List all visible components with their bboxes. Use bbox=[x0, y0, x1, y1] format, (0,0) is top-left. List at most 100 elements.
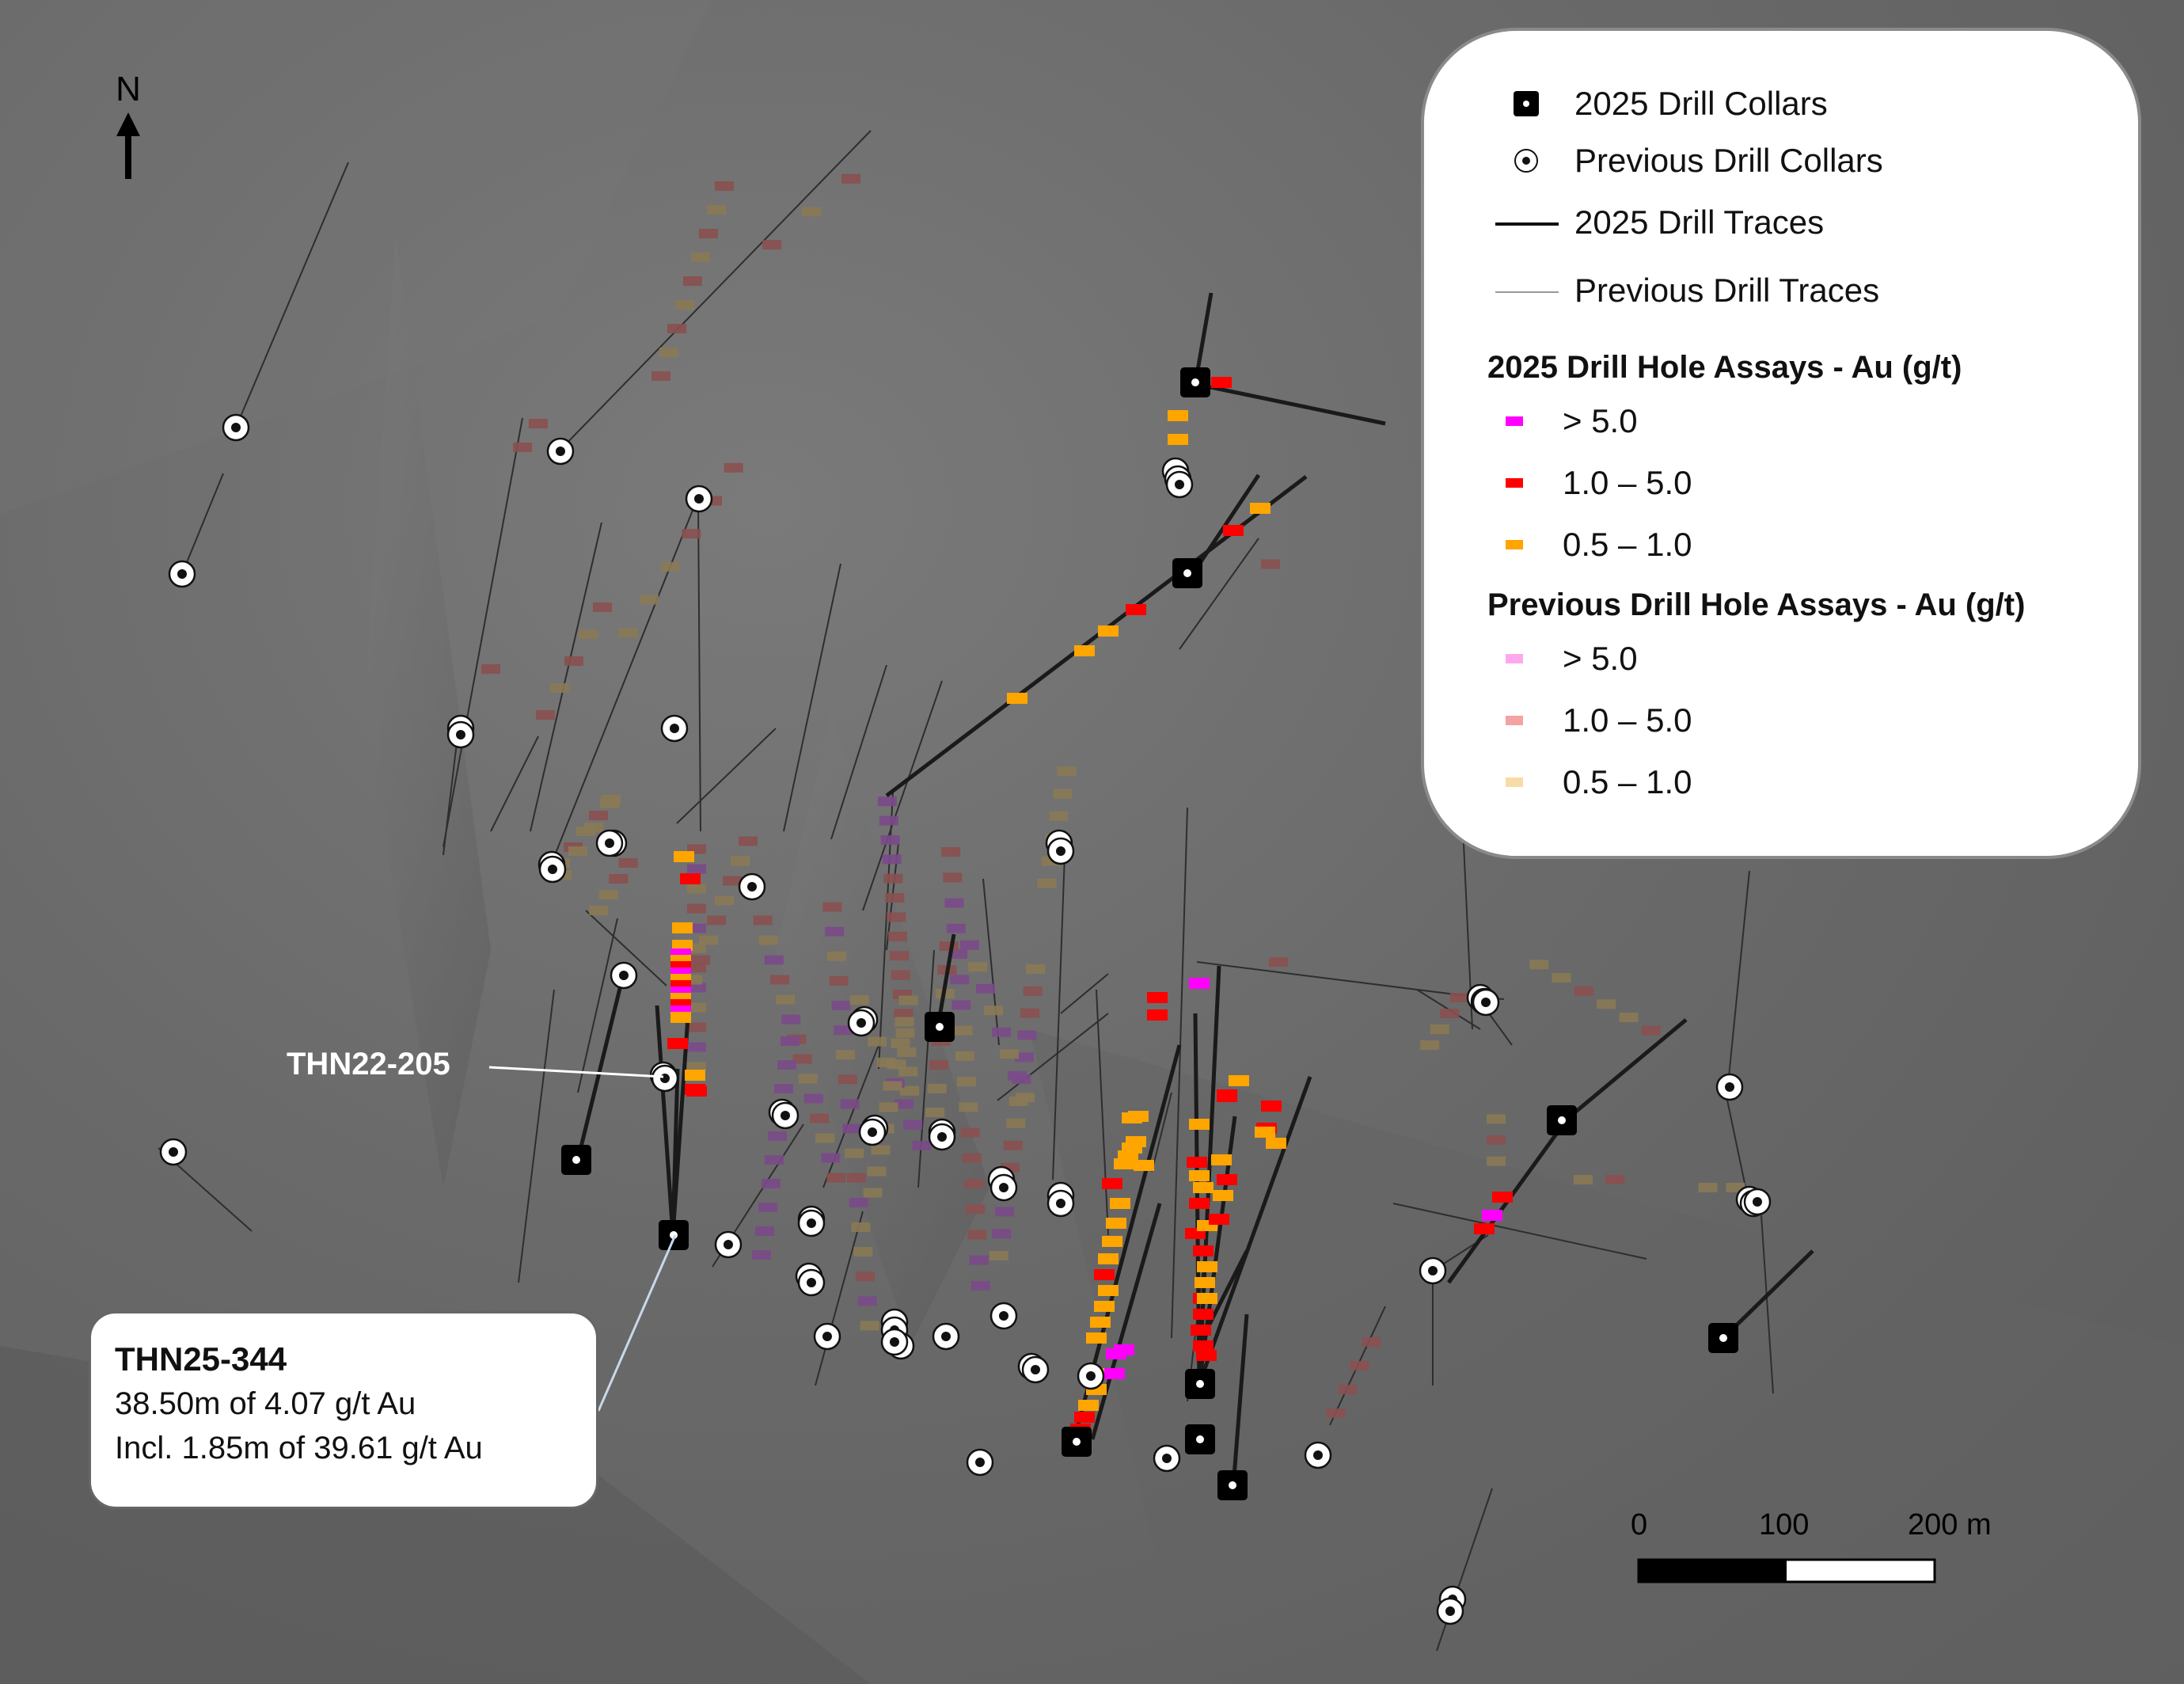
previous-trace bbox=[997, 1013, 1109, 1101]
assay-2025 bbox=[1217, 1174, 1237, 1185]
assay-2025 bbox=[1118, 1150, 1138, 1161]
previous-assay bbox=[683, 276, 702, 286]
previous-assay bbox=[868, 1036, 887, 1047]
previous-collar-icon[interactable] bbox=[797, 1209, 826, 1237]
previous-collar-icon[interactable] bbox=[1046, 837, 1075, 865]
previous-collar-icon[interactable] bbox=[1419, 1256, 1447, 1285]
previous-assay bbox=[960, 940, 979, 950]
collar-2025-icon[interactable] bbox=[1172, 558, 1202, 588]
collar-2025-icon[interactable] bbox=[1185, 1369, 1215, 1399]
legend-assay-2025-swatch-icon bbox=[1506, 478, 1523, 488]
previous-assay bbox=[834, 1025, 853, 1036]
previous-assay bbox=[825, 926, 845, 937]
previous-collar-icon[interactable] bbox=[797, 1268, 826, 1297]
scale-label-0: 0 bbox=[1631, 1508, 1648, 1541]
previous-assay bbox=[943, 872, 963, 883]
previous-collar-icon[interactable] bbox=[1743, 1188, 1772, 1216]
previous-assay bbox=[927, 1084, 947, 1093]
previous-collar-icon[interactable] bbox=[966, 1448, 994, 1477]
collar-2025-icon[interactable] bbox=[1708, 1323, 1738, 1353]
previous-assay bbox=[1619, 1013, 1639, 1022]
collar-2025-icon[interactable] bbox=[1180, 367, 1210, 397]
previous-collar-icon[interactable] bbox=[714, 1230, 743, 1259]
previous-assay bbox=[1008, 1070, 1027, 1081]
legend-label-previous-collars: Previous Drill Collars bbox=[1574, 142, 1883, 179]
previous-assay bbox=[879, 1102, 898, 1112]
previous-collar-icon[interactable] bbox=[538, 855, 567, 884]
previous-collar-icon[interactable] bbox=[1077, 1362, 1105, 1390]
previous-collar-icon[interactable] bbox=[651, 1064, 679, 1093]
previous-collar-icon[interactable] bbox=[446, 720, 475, 749]
previous-assay bbox=[841, 173, 860, 184]
previous-collar-icon[interactable] bbox=[813, 1322, 841, 1351]
previous-assay bbox=[849, 1197, 868, 1207]
trace-2025 bbox=[670, 1068, 680, 1236]
legend-assay-2025-swatch-icon bbox=[1506, 540, 1523, 549]
previous-collar-icon[interactable] bbox=[222, 413, 250, 442]
previous-collar-icon[interactable] bbox=[168, 560, 196, 588]
previous-collar-icon[interactable] bbox=[595, 829, 624, 857]
previous-collar-icon[interactable] bbox=[989, 1173, 1018, 1202]
previous-assay bbox=[593, 603, 612, 612]
previous-collar-icon[interactable] bbox=[1046, 1189, 1075, 1218]
previous-collar-icon[interactable] bbox=[1472, 988, 1500, 1017]
previous-collar-icon[interactable] bbox=[1021, 1355, 1050, 1384]
assay-2025 bbox=[1223, 525, 1244, 536]
previous-collar-icon[interactable] bbox=[1436, 1597, 1464, 1625]
collar-2025-icon[interactable] bbox=[561, 1145, 591, 1175]
previous-collar-icon[interactable] bbox=[159, 1138, 188, 1166]
previous-collar-icon[interactable] bbox=[1153, 1444, 1181, 1473]
trace-2025-icon bbox=[1495, 222, 1559, 226]
collar-2025-icon[interactable] bbox=[1217, 1470, 1248, 1500]
previous-collar-icon[interactable] bbox=[660, 714, 689, 743]
previous-assay bbox=[777, 1060, 796, 1070]
previous-collar-icon[interactable] bbox=[932, 1322, 960, 1351]
previous-collar-icon[interactable] bbox=[989, 1302, 1018, 1330]
previous-assay bbox=[1000, 1049, 1019, 1059]
legend-assay-previous-swatch-icon bbox=[1506, 777, 1523, 787]
previous-collar-icon[interactable] bbox=[546, 437, 575, 466]
assay-2025 bbox=[1134, 1160, 1154, 1171]
previous-trace bbox=[235, 162, 349, 428]
previous-assay bbox=[883, 873, 903, 884]
previous-collar-icon[interactable] bbox=[880, 1328, 909, 1356]
previous-assay bbox=[640, 595, 659, 605]
assay-2025 bbox=[1189, 1170, 1210, 1181]
callout-title: THN25-344 bbox=[115, 1340, 287, 1378]
previous-collar-icon[interactable] bbox=[738, 872, 766, 901]
trace-2025 bbox=[936, 933, 956, 1027]
previous-collar-icon[interactable] bbox=[610, 961, 638, 990]
assay-2025 bbox=[1195, 1277, 1215, 1288]
previous-collar-icon[interactable] bbox=[928, 1123, 956, 1151]
previous-collar-icon[interactable] bbox=[1165, 470, 1194, 499]
previous-collar-icon[interactable] bbox=[858, 1118, 887, 1146]
previous-assay bbox=[1487, 1114, 1506, 1124]
previous-collar-icon[interactable] bbox=[685, 485, 713, 513]
assay-2025 bbox=[667, 1038, 688, 1049]
previous-collar-icon[interactable] bbox=[847, 1009, 875, 1037]
previous-assay bbox=[860, 1321, 879, 1331]
collar-previous-icon bbox=[1514, 149, 1538, 173]
previous-assay bbox=[687, 963, 706, 973]
assay-2025 bbox=[1229, 1075, 1249, 1086]
collar-2025-icon[interactable] bbox=[1547, 1105, 1577, 1135]
previous-assay bbox=[691, 253, 710, 262]
collar-2025-icon[interactable] bbox=[925, 1012, 955, 1042]
previous-assay bbox=[1430, 1024, 1449, 1034]
previous-assay bbox=[687, 884, 706, 894]
previous-collar-icon[interactable] bbox=[771, 1101, 800, 1130]
previous-collar-icon[interactable] bbox=[1715, 1073, 1744, 1101]
previous-assay bbox=[846, 1173, 866, 1183]
previous-assay bbox=[951, 1000, 971, 1010]
collar-2025-icon[interactable] bbox=[659, 1220, 689, 1250]
previous-assay bbox=[768, 1131, 787, 1141]
collar-2025-icon[interactable] bbox=[1062, 1427, 1092, 1457]
trace-2025 bbox=[1231, 1313, 1249, 1488]
previous-assay bbox=[1440, 1009, 1460, 1018]
previous-assay bbox=[900, 1085, 920, 1096]
collar-2025-icon[interactable] bbox=[1185, 1424, 1215, 1454]
previous-assay bbox=[883, 1081, 902, 1091]
previous-collar-icon[interactable] bbox=[1304, 1441, 1332, 1469]
